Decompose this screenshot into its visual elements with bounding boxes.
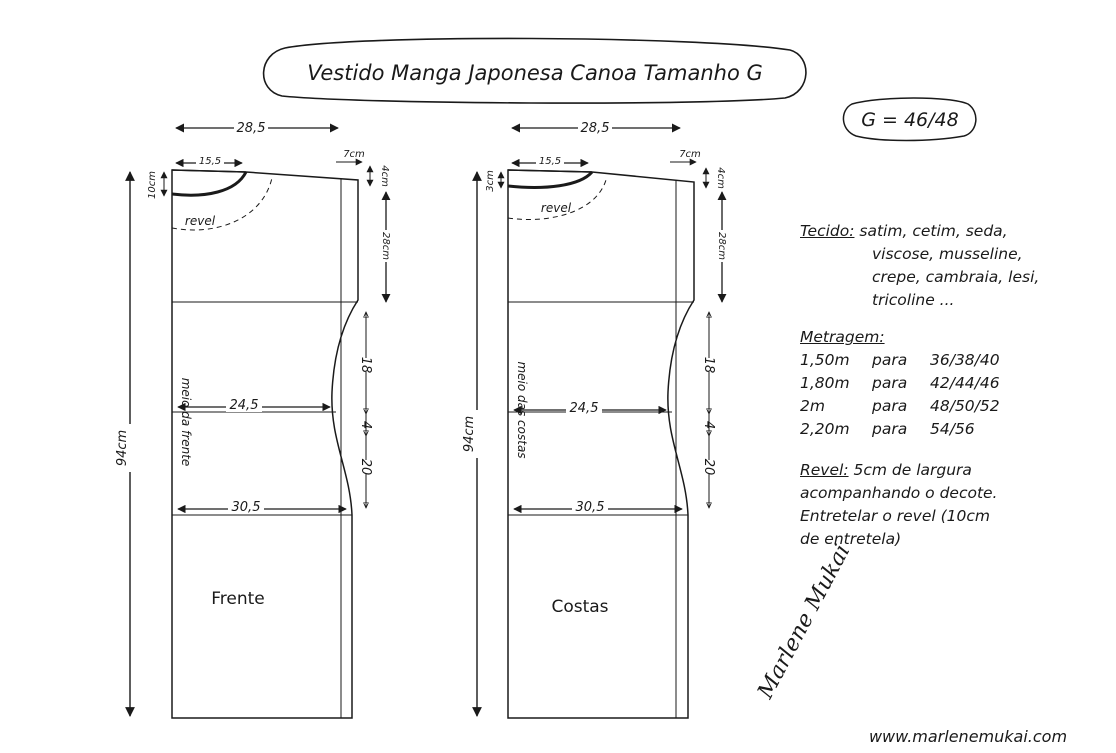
back-neckline — [507, 170, 594, 189]
front-neckline — [171, 171, 248, 197]
front-neck-width: 15,5 — [199, 156, 221, 167]
page-title: Vestido Manga Japonesa Canoa Tamanho G — [307, 61, 763, 85]
back-shoulder-side: 4cm — [715, 167, 726, 189]
revel-line-3: Entretelar o revel (10cm — [800, 507, 990, 525]
website-url: www.marlenemukai.com — [869, 727, 1067, 746]
tecido-label: Tecido: — [800, 222, 855, 240]
front-shoulder-side: 4cm — [379, 165, 390, 187]
signature-text: Marlene Mukai — [753, 540, 856, 703]
front-neck-depth: 10cm — [147, 171, 158, 199]
metragem-sizes: 42/44/46 — [930, 374, 1000, 392]
size-bubble: G = 46/48 — [842, 97, 977, 142]
metragem-amount: 2,20m — [800, 420, 850, 438]
metragem-para: para — [872, 351, 908, 369]
back-hip-width: 30,5 — [576, 500, 605, 515]
metragem-block: Metragem: 1,50m para 36/38/40 1,80m para… — [800, 326, 1100, 441]
back-piece: 28,5 15,5 7cm 4cm 3cm revel 28cm 18 4 20… — [462, 118, 730, 719]
metragem-para: para — [872, 397, 908, 415]
metragem-label: Metragem: — [800, 328, 885, 346]
front-shoulder-drop: 7cm — [343, 149, 365, 160]
back-neck-depth: 3cm — [485, 170, 496, 192]
tecido-line-2: viscose, musseline, — [872, 245, 1023, 263]
metragem-para: para — [872, 420, 908, 438]
metragem-amount: 2m — [800, 397, 825, 415]
metragem-row: 2m para 48/50/52 — [800, 395, 1100, 418]
tecido-block: Tecido: satim, cetim, seda, viscose, mus… — [800, 220, 1100, 312]
back-armhole: 28cm — [716, 232, 727, 260]
back-seg2: 4 — [701, 421, 716, 429]
front-outline — [171, 169, 359, 719]
revel-line-2: acompanhando o decote. — [800, 484, 998, 502]
front-waist-width: 24,5 — [230, 398, 259, 413]
signature: Marlene Mukai — [753, 540, 856, 703]
back-facing-line — [507, 179, 607, 220]
front-length: 94cm — [115, 430, 130, 466]
metragem-row: 1,50m para 36/38/40 — [800, 349, 1100, 372]
front-center-label: meio da frente — [179, 378, 193, 467]
front-top-width: 28,5 — [237, 121, 266, 136]
metragem-sizes: 54/56 — [930, 420, 975, 438]
back-neck-width: 15,5 — [539, 156, 561, 167]
back-waist-width: 24,5 — [570, 401, 599, 416]
front-hip-width: 30,5 — [232, 500, 261, 515]
revel-line-4: de entretela) — [800, 530, 902, 548]
size-note: G = 46/48 — [861, 109, 958, 131]
tecido-line-3: crepe, cambraia, lesi, — [872, 268, 1040, 286]
revel-block: Revel: 5cm de largura acompanhando o dec… — [800, 459, 1100, 551]
back-seg1: 18 — [701, 357, 716, 374]
front-seg2: 4 — [358, 421, 373, 429]
back-seg3: 20 — [701, 459, 716, 476]
revel-line-1: 5cm de largura — [853, 461, 972, 479]
back-name: Costas — [551, 597, 608, 617]
front-seg1: 18 — [358, 357, 373, 374]
metragem-amount: 1,80m — [800, 374, 850, 392]
front-facing-line — [171, 177, 273, 231]
notes-panel: Tecido: satim, cetim, seda, viscose, mus… — [800, 220, 1100, 551]
front-seg3: 20 — [358, 459, 373, 476]
front-facing-label: revel — [185, 214, 216, 228]
back-top-width: 28,5 — [581, 121, 610, 136]
front-armhole: 28cm — [380, 232, 391, 260]
back-length: 94cm — [462, 416, 477, 452]
title-bubble: Vestido Manga Japonesa Canoa Tamanho G — [262, 37, 807, 104]
metragem-row: 2,20m para 54/56 — [800, 418, 1100, 441]
tecido-line-4: tricoline ... — [872, 291, 955, 309]
back-facing-label: revel — [541, 201, 572, 215]
metragem-row: 1,80m para 42/44/46 — [800, 372, 1100, 395]
front-name: Frente — [211, 589, 265, 609]
back-shoulder-drop: 7cm — [679, 149, 701, 160]
metragem-sizes: 48/50/52 — [930, 397, 1000, 415]
metragem-para: para — [872, 374, 908, 392]
front-piece: 28,5 15,5 7cm 4cm 10cm revel 28cm 18 4 2… — [115, 118, 394, 719]
metragem-sizes: 36/38/40 — [930, 351, 1000, 369]
back-center-label: meio das costas — [515, 361, 529, 458]
tecido-line-1: satim, cetim, seda, — [859, 222, 1008, 240]
back-outline — [507, 169, 695, 719]
revel-label: Revel: — [800, 461, 849, 479]
metragem-amount: 1,50m — [800, 351, 850, 369]
